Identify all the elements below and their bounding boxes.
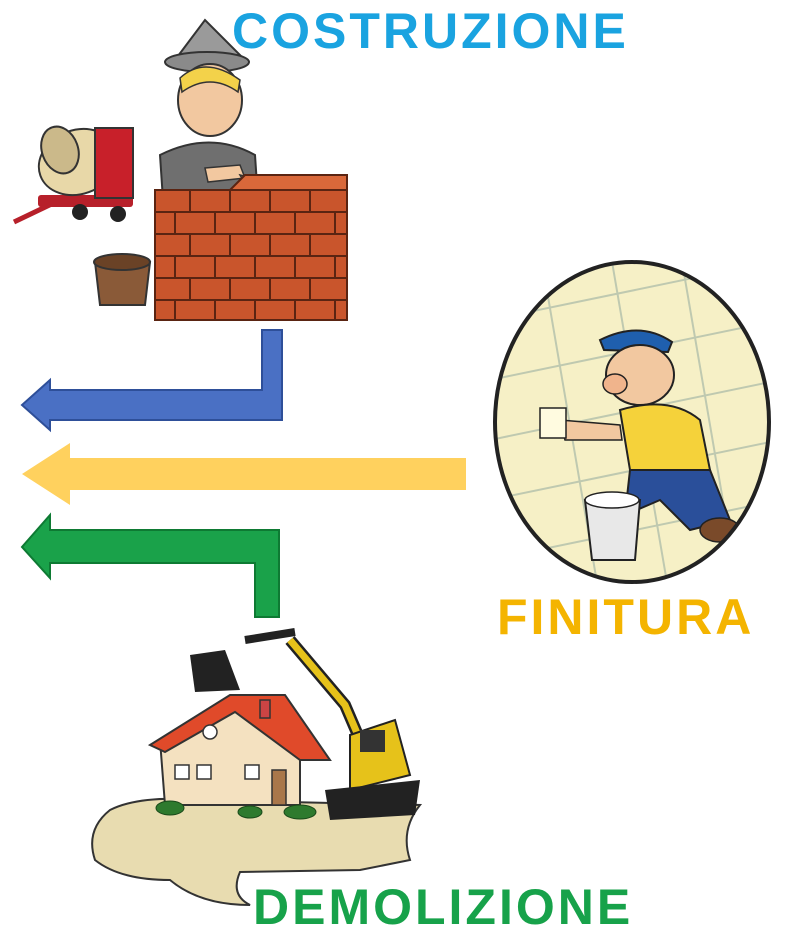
bricklayer-illustration: [14, 20, 347, 320]
excavator-house-illustration: [92, 632, 420, 905]
arrow-demolition: [22, 515, 279, 617]
arrow-construction: [22, 330, 282, 430]
cement-mixer: [14, 118, 133, 222]
label-construction: COSTRUZIONE: [232, 2, 629, 60]
tiler-illustration: [490, 250, 780, 600]
mortar-bucket: [94, 254, 150, 305]
house: [150, 695, 330, 805]
label-demolition: DEMOLIZIONE: [253, 878, 633, 936]
brick-wall: [155, 175, 347, 320]
arrow-finishing: [22, 443, 466, 505]
label-finishing: FINITURA: [497, 588, 754, 646]
